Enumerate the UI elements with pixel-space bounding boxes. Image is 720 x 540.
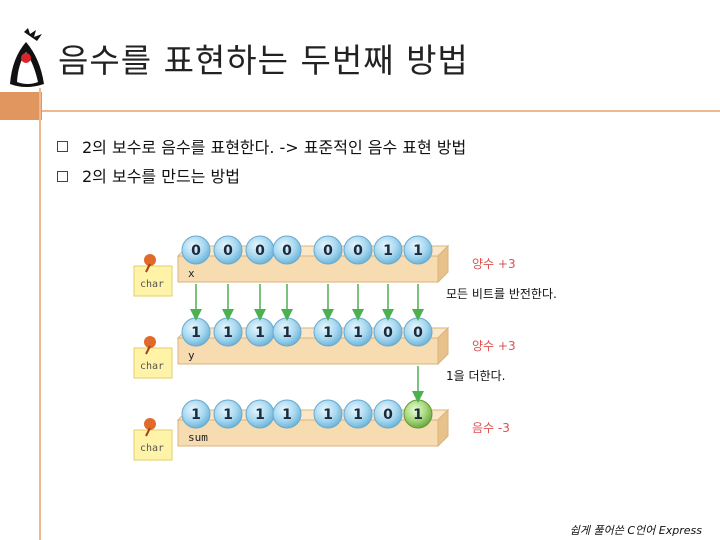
type-label: char bbox=[140, 279, 164, 290]
variable-name: sum bbox=[188, 431, 208, 444]
bit-value: 1 bbox=[282, 325, 292, 341]
operation-note: 모든 비트를 반전한다. bbox=[446, 287, 557, 301]
bit-value: 0 bbox=[413, 325, 423, 341]
bit-value: 1 bbox=[323, 407, 333, 423]
bit-value: 1 bbox=[413, 407, 423, 423]
variable-bar bbox=[178, 256, 438, 282]
bit-value: 1 bbox=[223, 325, 233, 341]
bit-value: 1 bbox=[353, 407, 363, 423]
bit-value: 0 bbox=[282, 243, 292, 259]
bit-value: 1 bbox=[255, 325, 265, 341]
row-value-label: 양수 +3 bbox=[472, 339, 516, 353]
bit-value: 1 bbox=[413, 243, 423, 259]
variable-bar bbox=[178, 420, 438, 446]
bit-value: 1 bbox=[191, 325, 201, 341]
bit-value: 1 bbox=[255, 407, 265, 423]
bit-value: 0 bbox=[191, 243, 201, 259]
operation-note: 1을 더한다. bbox=[446, 369, 505, 383]
type-label: char bbox=[140, 361, 164, 372]
bit-value: 1 bbox=[191, 407, 201, 423]
bit-value: 1 bbox=[323, 325, 333, 341]
bit-value: 0 bbox=[383, 407, 393, 423]
bit-value: 0 bbox=[353, 243, 363, 259]
bit-value: 1 bbox=[282, 407, 292, 423]
variable-name: y bbox=[188, 349, 195, 362]
bit-value: 1 bbox=[353, 325, 363, 341]
variable-bar bbox=[178, 338, 438, 364]
bit-value: 0 bbox=[255, 243, 265, 259]
footer-text: 쉽게 풀어쓴 C언어 Express bbox=[570, 522, 702, 538]
bit-value: 0 bbox=[323, 243, 333, 259]
variable-name: x bbox=[188, 267, 195, 280]
type-label: char bbox=[140, 443, 164, 454]
row-value-label: 음수 -3 bbox=[472, 421, 510, 435]
bit-value: 0 bbox=[223, 243, 233, 259]
bit-value: 1 bbox=[383, 243, 393, 259]
row-value-label: 양수 +3 bbox=[472, 257, 516, 271]
bit-value: 1 bbox=[223, 407, 233, 423]
bit-value: 0 bbox=[383, 325, 393, 341]
